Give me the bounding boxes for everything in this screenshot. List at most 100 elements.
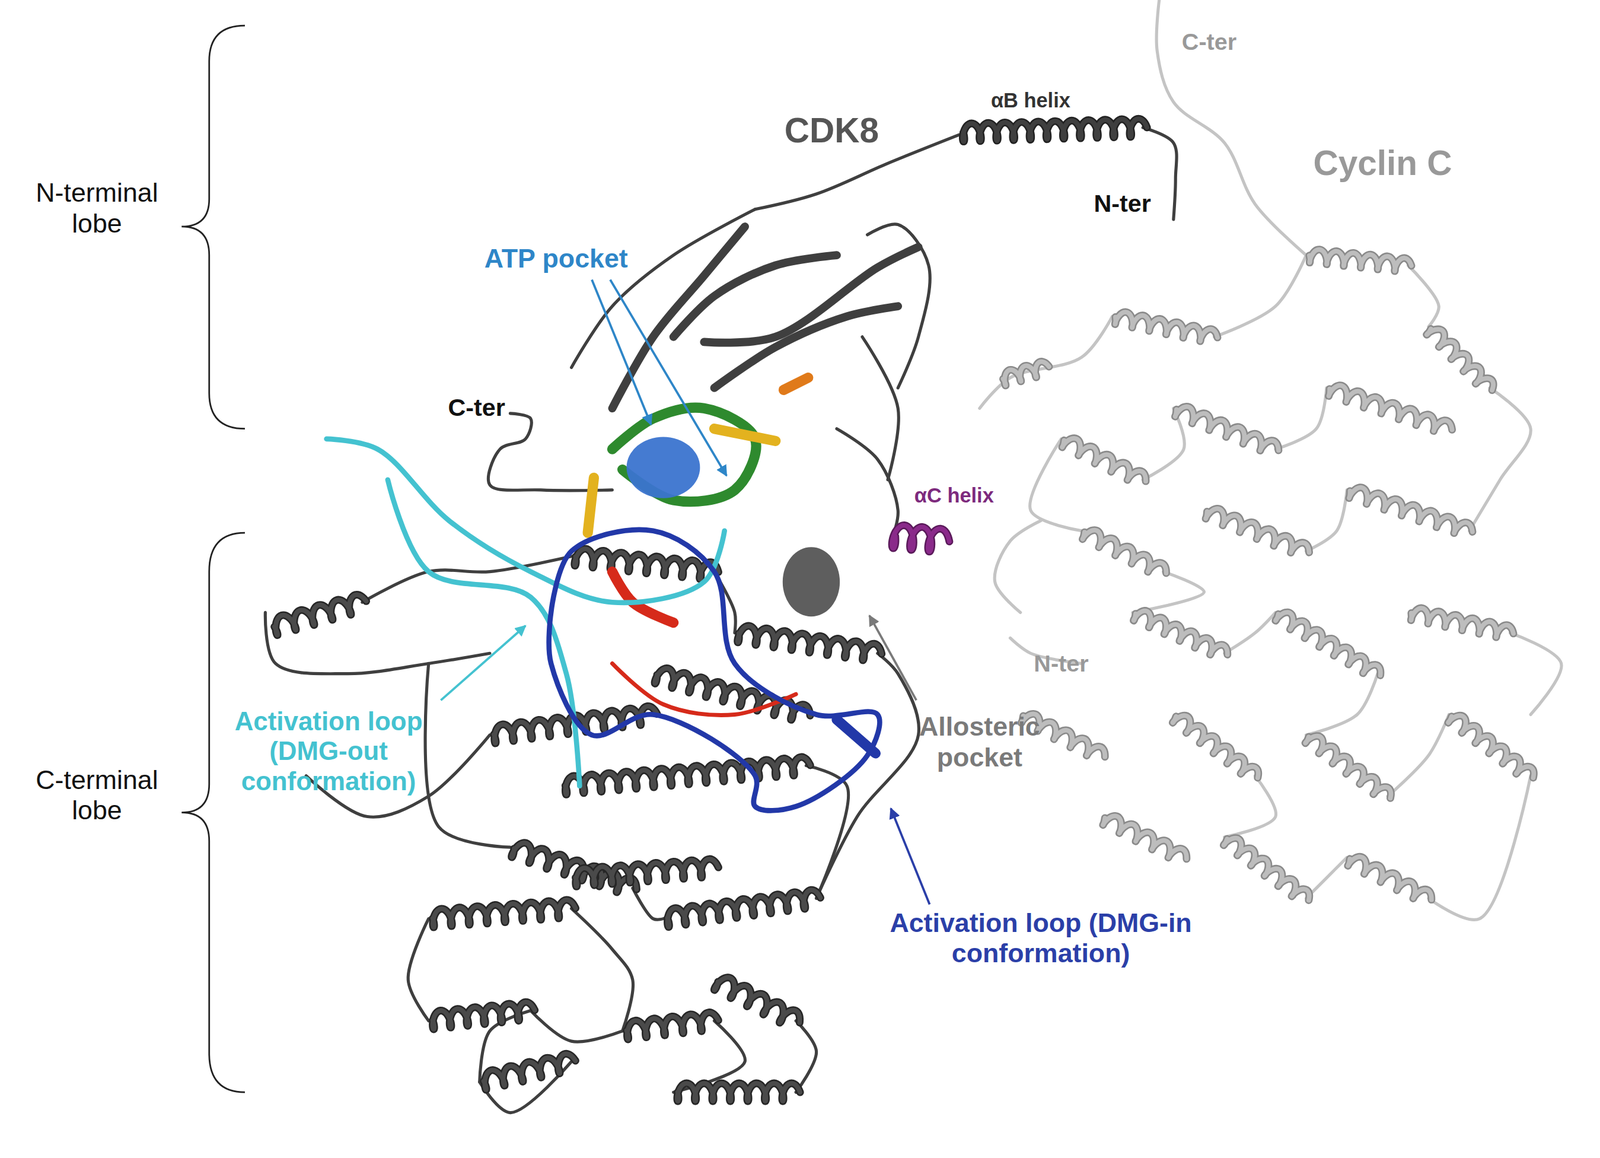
alpha-helix <box>274 594 367 635</box>
leader-arrow <box>869 615 917 701</box>
alpha-helix <box>432 899 576 927</box>
alpha-helix <box>677 1082 800 1101</box>
cyclin-helix <box>1224 837 1310 901</box>
cyclin-loop <box>1224 612 1276 653</box>
cdk8-loop <box>805 765 849 899</box>
structure-label: C-ter <box>445 393 507 422</box>
alpha-helix <box>432 1001 535 1029</box>
cyclin-helix <box>1082 530 1167 573</box>
beta-strand <box>673 255 837 337</box>
cdk8-loop <box>836 428 898 537</box>
cyclin-helix <box>1426 328 1494 390</box>
structure-label: C-terminal lobe <box>11 764 184 826</box>
alpha-helix <box>714 977 800 1023</box>
lobe-brace <box>181 532 245 1092</box>
cdk8-loop <box>571 907 634 1031</box>
alpha-helix <box>432 1001 535 1029</box>
alpha-helix <box>654 668 811 720</box>
leader-arrow <box>890 808 930 905</box>
alpha-helix <box>483 1053 576 1090</box>
alpha-helix <box>667 889 821 927</box>
cyclin-loop <box>1214 255 1307 337</box>
cyclin-helix <box>1347 856 1432 900</box>
cyclin-helix <box>1103 815 1187 859</box>
alpha-helix <box>962 118 1147 142</box>
cyclin-helix <box>1114 311 1218 341</box>
alpha-helix <box>677 1082 800 1101</box>
cyclin-helix <box>1103 815 1187 859</box>
cdk8-loop <box>425 663 511 847</box>
hinge-strand <box>714 428 776 442</box>
cyclin-helix <box>1172 715 1258 778</box>
structure-label: C-ter <box>1180 28 1239 56</box>
alpha-helix <box>667 889 821 927</box>
cyclin-helix <box>1448 715 1534 778</box>
alpha-helix <box>626 1012 719 1040</box>
cyclin-helix <box>1309 249 1412 272</box>
cyclin-helix <box>1003 361 1050 386</box>
hinge-strand <box>587 477 594 533</box>
alpha-helix <box>737 625 882 661</box>
cyclin-loop <box>1510 632 1562 715</box>
cyclin-loop <box>1275 387 1327 449</box>
alpha-helix <box>274 594 367 635</box>
cdk8-loop <box>265 612 490 674</box>
cyclin-helix <box>1205 508 1309 553</box>
structure-label: αC helix <box>912 483 996 508</box>
cyclin-helix <box>1328 385 1453 432</box>
cyclin-loop <box>1156 0 1306 256</box>
cyclin-loop <box>1428 775 1531 920</box>
cyclin-helix <box>1410 607 1514 637</box>
cyclin-loop <box>1305 673 1378 735</box>
cyclin-helix <box>1003 361 1050 386</box>
alpha-helix <box>626 1012 719 1040</box>
activation-loop-in <box>836 719 876 754</box>
cyclin-helix <box>1082 530 1167 573</box>
activation-loop-in <box>549 529 881 811</box>
cyclin-helix <box>1224 837 1310 901</box>
cyclin-helix <box>1410 607 1514 637</box>
cyclin-helix <box>1275 612 1381 675</box>
cyclin-helix <box>1062 438 1146 481</box>
cyclin-helix <box>1175 406 1279 451</box>
cyclin-helix <box>1175 406 1279 451</box>
cyclin-helix <box>1133 610 1228 655</box>
leader-arrow <box>440 625 526 701</box>
cyclin-loop <box>1142 408 1185 480</box>
cyclin-helix <box>1133 610 1228 655</box>
alpha-helix <box>962 118 1147 142</box>
alpha-helix <box>575 858 719 886</box>
alphac-helix <box>891 524 950 551</box>
cyclin-helix <box>1275 612 1381 675</box>
leader-arrow <box>610 279 727 476</box>
cdk8-loop <box>362 556 572 602</box>
catalytic-loop <box>612 663 796 715</box>
alpha-helix <box>575 858 719 886</box>
cyclin-loop <box>994 520 1041 613</box>
structure-label: Allosteric pocket <box>888 711 1071 773</box>
alpha-helix <box>483 1053 576 1090</box>
cyclin-helix <box>1349 487 1473 534</box>
activation-loop-out <box>326 438 725 603</box>
cdk8-loop <box>408 918 429 1021</box>
structure-label: Activation loop (DMG-in conformation) <box>849 907 1233 969</box>
cyclin-loop <box>1387 714 1449 796</box>
glycine-loop <box>612 407 757 502</box>
cyclin-loop <box>1305 489 1347 551</box>
alpha-helix <box>654 668 811 720</box>
cyclin-loop <box>979 316 1113 409</box>
lysine-strand <box>783 377 808 391</box>
structure-label: Cyclin C <box>1311 142 1454 183</box>
alpha-helix <box>737 625 882 661</box>
cyclin-helix <box>1205 508 1309 553</box>
structure-label: CDK8 <box>782 110 881 151</box>
alpha-helix <box>714 977 800 1023</box>
alphac-helix <box>891 524 950 551</box>
structure-label: N-ter <box>1031 649 1090 678</box>
structure-label: αB helix <box>989 88 1073 113</box>
atp-pocket-surface <box>626 436 701 498</box>
leader-arrow <box>591 279 652 425</box>
cyclin-helix <box>1328 385 1453 432</box>
structure-label: N-ter <box>1092 189 1153 218</box>
cyclin-loop <box>1030 438 1082 531</box>
